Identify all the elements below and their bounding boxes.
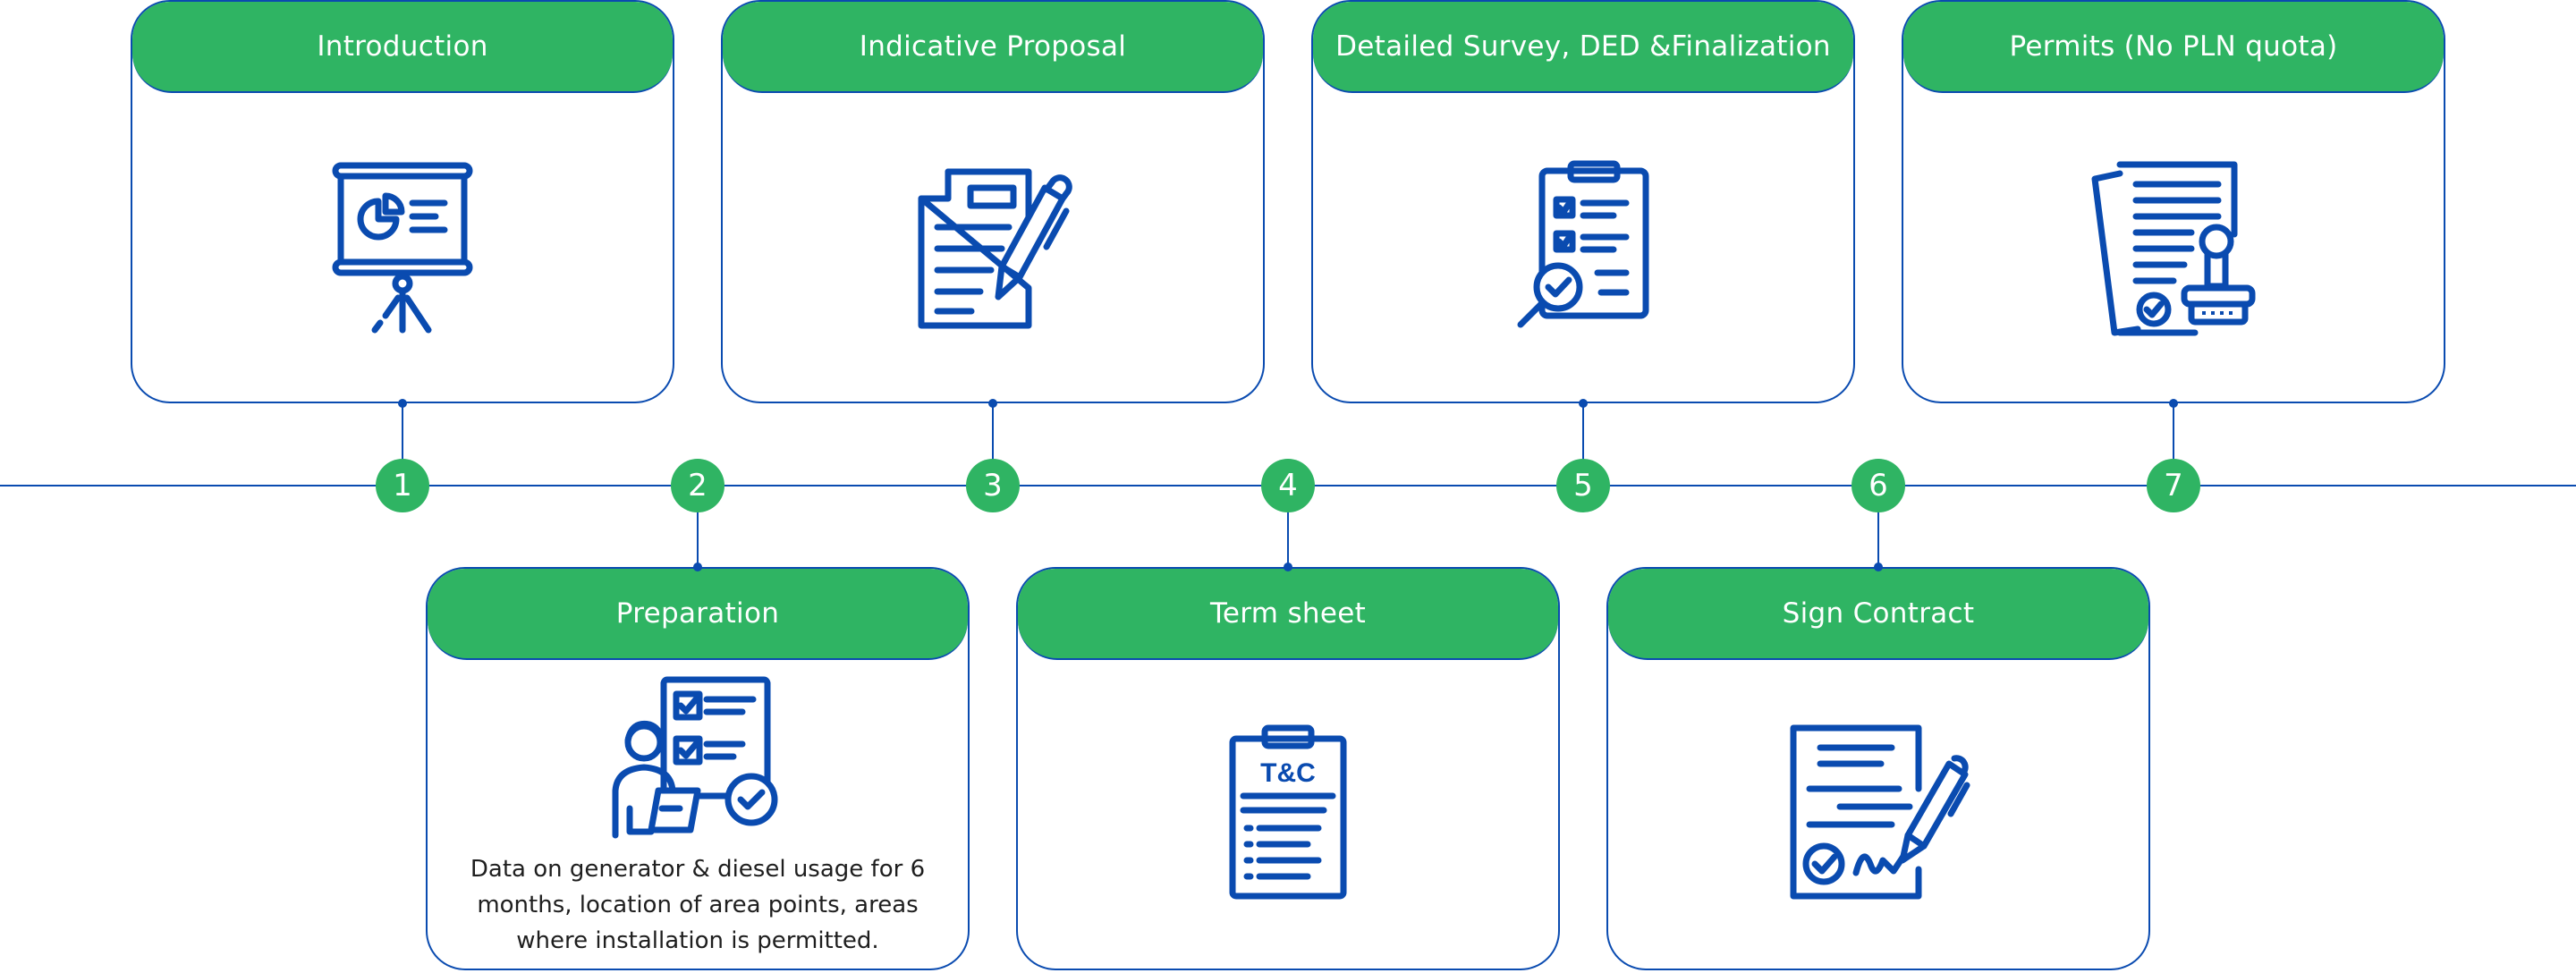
step-card-term-sheet: Term sheet T&C	[1016, 567, 1560, 970]
connector	[1877, 512, 1879, 567]
step-card-introduction: Introduction	[131, 0, 674, 403]
step-card-sign-contract: Sign Contract	[1606, 567, 2150, 970]
step-card-detailed-survey: Detailed Survey, DED &Finalization	[1311, 0, 1855, 403]
step-title: Preparation	[428, 569, 968, 660]
step-title: Term sheet	[1018, 569, 1558, 660]
connector-dot	[1579, 399, 1588, 408]
step-number-badge: 5	[1556, 459, 1610, 512]
step-title: Introduction	[132, 2, 673, 93]
step-number-badge: 2	[671, 459, 724, 512]
terms-clipboard-icon: T&C	[1229, 724, 1347, 900]
step-title: Indicative Proposal	[723, 2, 1263, 93]
clipboard-magnifier-icon	[1517, 160, 1649, 328]
connector-dot	[1874, 563, 1883, 571]
connector	[2173, 403, 2174, 461]
connector-dot	[988, 399, 997, 408]
step-number-badge: 4	[1261, 459, 1315, 512]
step-number-badge: 7	[2147, 459, 2200, 512]
contract-signature-icon	[1790, 724, 1970, 900]
presentation-board-icon	[332, 162, 473, 334]
connector-dot	[693, 563, 702, 571]
step-number-badge: 3	[966, 459, 1020, 512]
document-pen-icon	[918, 168, 1072, 329]
connector	[402, 403, 403, 461]
clipboard-label: T&C	[1260, 758, 1316, 788]
connector-dot	[2169, 399, 2178, 408]
connector-dot	[1284, 563, 1292, 571]
step-card-indicative-proposal: Indicative Proposal	[721, 0, 1265, 403]
step-number-badge: 6	[1852, 459, 1905, 512]
permit-stamp-icon	[2091, 161, 2256, 336]
step-description: Data on generator & diesel usage for 6 m…	[470, 856, 926, 954]
connector-dot	[398, 399, 407, 408]
step-card-permits: Permits (No PLN quota)	[1902, 0, 2445, 403]
step-number-badge: 1	[376, 459, 429, 512]
checklist-person-icon	[612, 676, 778, 839]
connector	[1582, 403, 1584, 461]
connector	[1287, 512, 1289, 567]
step-title: Sign Contract	[1608, 569, 2148, 660]
connector	[992, 403, 994, 461]
step-title: Detailed Survey, DED &Finalization	[1313, 2, 1853, 93]
step-title: Permits (No PLN quota)	[1903, 2, 2444, 93]
step-card-preparation: Preparation Data on generator & diesel u…	[426, 567, 970, 970]
connector	[697, 512, 699, 567]
